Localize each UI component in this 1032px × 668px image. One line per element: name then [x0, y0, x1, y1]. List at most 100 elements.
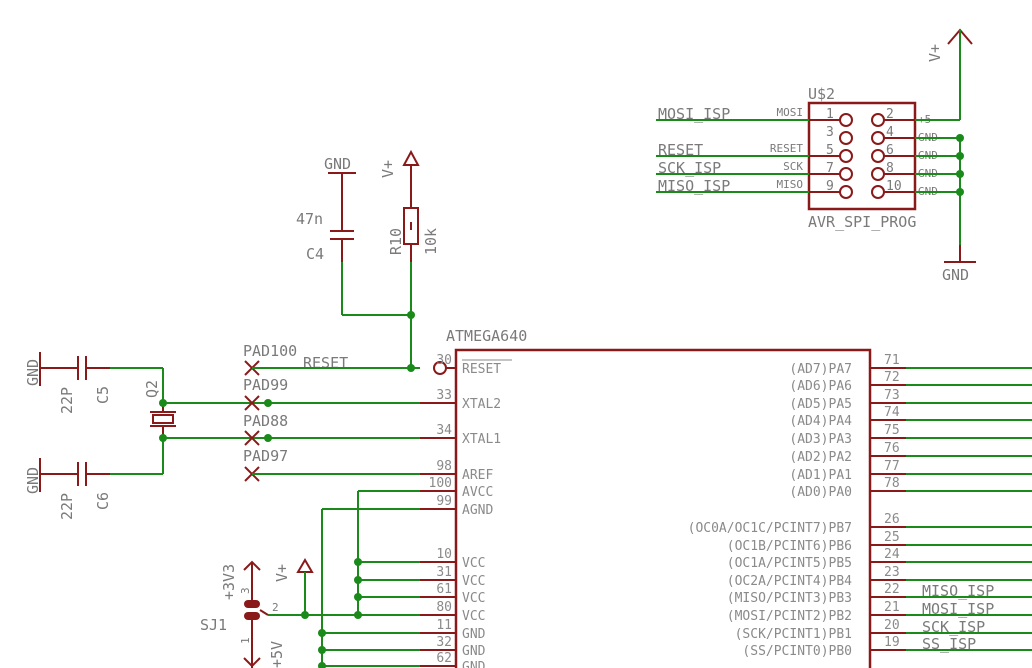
chip-right-pin-name: (AD1)PA1 [789, 468, 852, 483]
chip-right-pin-number: 25 [884, 530, 900, 545]
pad100-label: PAD100 [243, 342, 297, 360]
header-left-net-label: RESET [658, 141, 703, 159]
chip-right-pin-number: 20 [884, 618, 900, 633]
gnd-label-top: GND [324, 155, 351, 173]
header-left-pin-name: SCK [783, 160, 803, 173]
chip-right-pin-name: (AD0)PA0 [789, 485, 852, 500]
header-odd-pin-number: 5 [826, 143, 834, 158]
header-left-pin-name: MISO [777, 178, 804, 191]
chip-left-pin-number: 61 [436, 582, 452, 597]
chip-left-pin-number: 34 [436, 423, 452, 438]
chip-left-pin-number: 62 [436, 651, 452, 666]
chip-right-net-label: SCK_ISP [922, 618, 985, 636]
header-pin-odd [839, 113, 853, 127]
vplus-label-sj: V+ [273, 564, 291, 582]
chip-right-pin-name: (SS/PCINT0)PB0 [742, 644, 852, 659]
header-pin-even [871, 185, 885, 199]
chip-left-pin-name: VCC [462, 609, 485, 624]
header-pin-even [871, 113, 885, 127]
header-part: AVR_SPI_PROG [808, 213, 916, 231]
chip-left-pin-number: 30 [436, 353, 452, 368]
header-odd-pin-number: 7 [826, 161, 834, 176]
vplus-arrow-sj [296, 558, 314, 573]
c4-r10-network: GND 47n C4 V+ R10 10k [296, 149, 440, 372]
chip-left-pin-name: AGND [462, 503, 493, 518]
chip-left-pin-number: 31 [436, 565, 452, 580]
sj-pin2: 2 [272, 601, 279, 614]
header-even-pin-number: 2 [886, 107, 894, 122]
gnd-label-c6: GND [24, 467, 42, 494]
header-name: U$2 [808, 85, 835, 103]
header-even-pin-number: 4 [886, 125, 894, 140]
vplus-label-top: V+ [379, 160, 397, 178]
chip-right-pin-number: 23 [884, 565, 900, 580]
v5v-label: +5V [268, 641, 286, 668]
chip-left-pins: 30RESET33XTAL234XTAL198AREF100AVCC99AGND… [420, 353, 501, 668]
c4-name: C4 [306, 245, 324, 263]
chip-left-pin-number: 10 [436, 547, 452, 562]
c6-name: C6 [94, 492, 112, 510]
chip-left-pin-name: XTAL2 [462, 397, 501, 412]
chip-left-pin-name: VCC [462, 556, 485, 571]
header-left-net-label: SCK_ISP [658, 159, 721, 177]
pad88-label: PAD88 [243, 412, 288, 430]
chip-right-pin-name: (SCK/PCINT1)PB1 [735, 627, 852, 642]
pad97-label: PAD97 [243, 447, 288, 465]
chip-right-pin-number: 71 [884, 353, 900, 368]
header-odd-pin-number: 1 [826, 107, 834, 122]
sj-pin3: 3 [239, 587, 252, 594]
header-even-pin-number: 6 [886, 143, 894, 158]
chip-left-pin-number: 11 [436, 618, 452, 633]
header-pin-odd [839, 131, 853, 145]
pad99-label: PAD99 [243, 376, 288, 394]
chip-right-net-label: MOSI_ISP [922, 600, 994, 618]
chip-left-pin-name: GND [462, 644, 486, 659]
c4-value: 47n [296, 210, 323, 228]
chip-right-pin-number: 72 [884, 370, 900, 385]
header-even-pin-number: 8 [886, 161, 894, 176]
header-pin-even [871, 149, 885, 163]
reset-net-label: RESET [303, 354, 348, 372]
header-left-pin-name: RESET [770, 142, 803, 155]
chip-right-pin-number: 76 [884, 441, 900, 456]
chip-right-pin-number: 75 [884, 423, 900, 438]
header-left-net-label: MISO_ISP [658, 177, 730, 195]
sj-pin1: 1 [239, 637, 252, 644]
chip-right-pin-name: (AD4)PA4 [789, 414, 852, 429]
sj1-pad-bottom [244, 612, 260, 620]
sj1-label: SJ1 [200, 616, 227, 634]
v3v3-label: +3V3 [220, 564, 238, 600]
chip-right-pin-name: (AD3)PA3 [789, 432, 852, 447]
chip-left-pin-number: 33 [436, 388, 452, 403]
chip-right-pin-number: 74 [884, 405, 900, 420]
header-pin-odd [839, 185, 853, 199]
chip-right-pin-name: (OC1A/PCINT5)PB5 [727, 556, 852, 571]
header-vplus-label: V+ [926, 44, 944, 62]
chip-left-pin-name: RESET [462, 362, 501, 377]
header-pin-even [871, 131, 885, 145]
crystal-network: GND 22P C5 GND 22P C6 Q2 [24, 352, 420, 520]
chip-right-pin-number: 77 [884, 459, 900, 474]
header-odd-pin-number: 9 [826, 179, 834, 194]
atmega640-chip: ATMEGA640 30RESET33XTAL234XTAL198AREF100… [420, 327, 1032, 668]
chip-body [454, 348, 872, 668]
chip-left-pin-name: AREF [462, 468, 493, 483]
header-even-pin-number: 10 [886, 179, 902, 194]
c5-name: C5 [94, 386, 112, 404]
header-pin-odd [839, 167, 853, 181]
chip-right-pin-name: (OC2A/PCINT4)PB4 [727, 574, 852, 589]
chip-left-pin-number: 100 [429, 476, 452, 491]
sj1-pad-top [244, 600, 260, 608]
chip-left-pin-number: 98 [436, 459, 452, 474]
chip-left-pin-number: 99 [436, 494, 452, 509]
q2-name: Q2 [143, 380, 161, 398]
chip-right-pin-number: 21 [884, 600, 900, 615]
header-pin-even [871, 167, 885, 181]
r10-name: R10 [387, 228, 405, 255]
chip-right-pin-number: 24 [884, 547, 900, 562]
chip-right-pin-name: (AD6)PA6 [789, 379, 852, 394]
chip-right-pin-name: (AD2)PA2 [789, 450, 852, 465]
chip-right-pin-number: 22 [884, 582, 900, 597]
